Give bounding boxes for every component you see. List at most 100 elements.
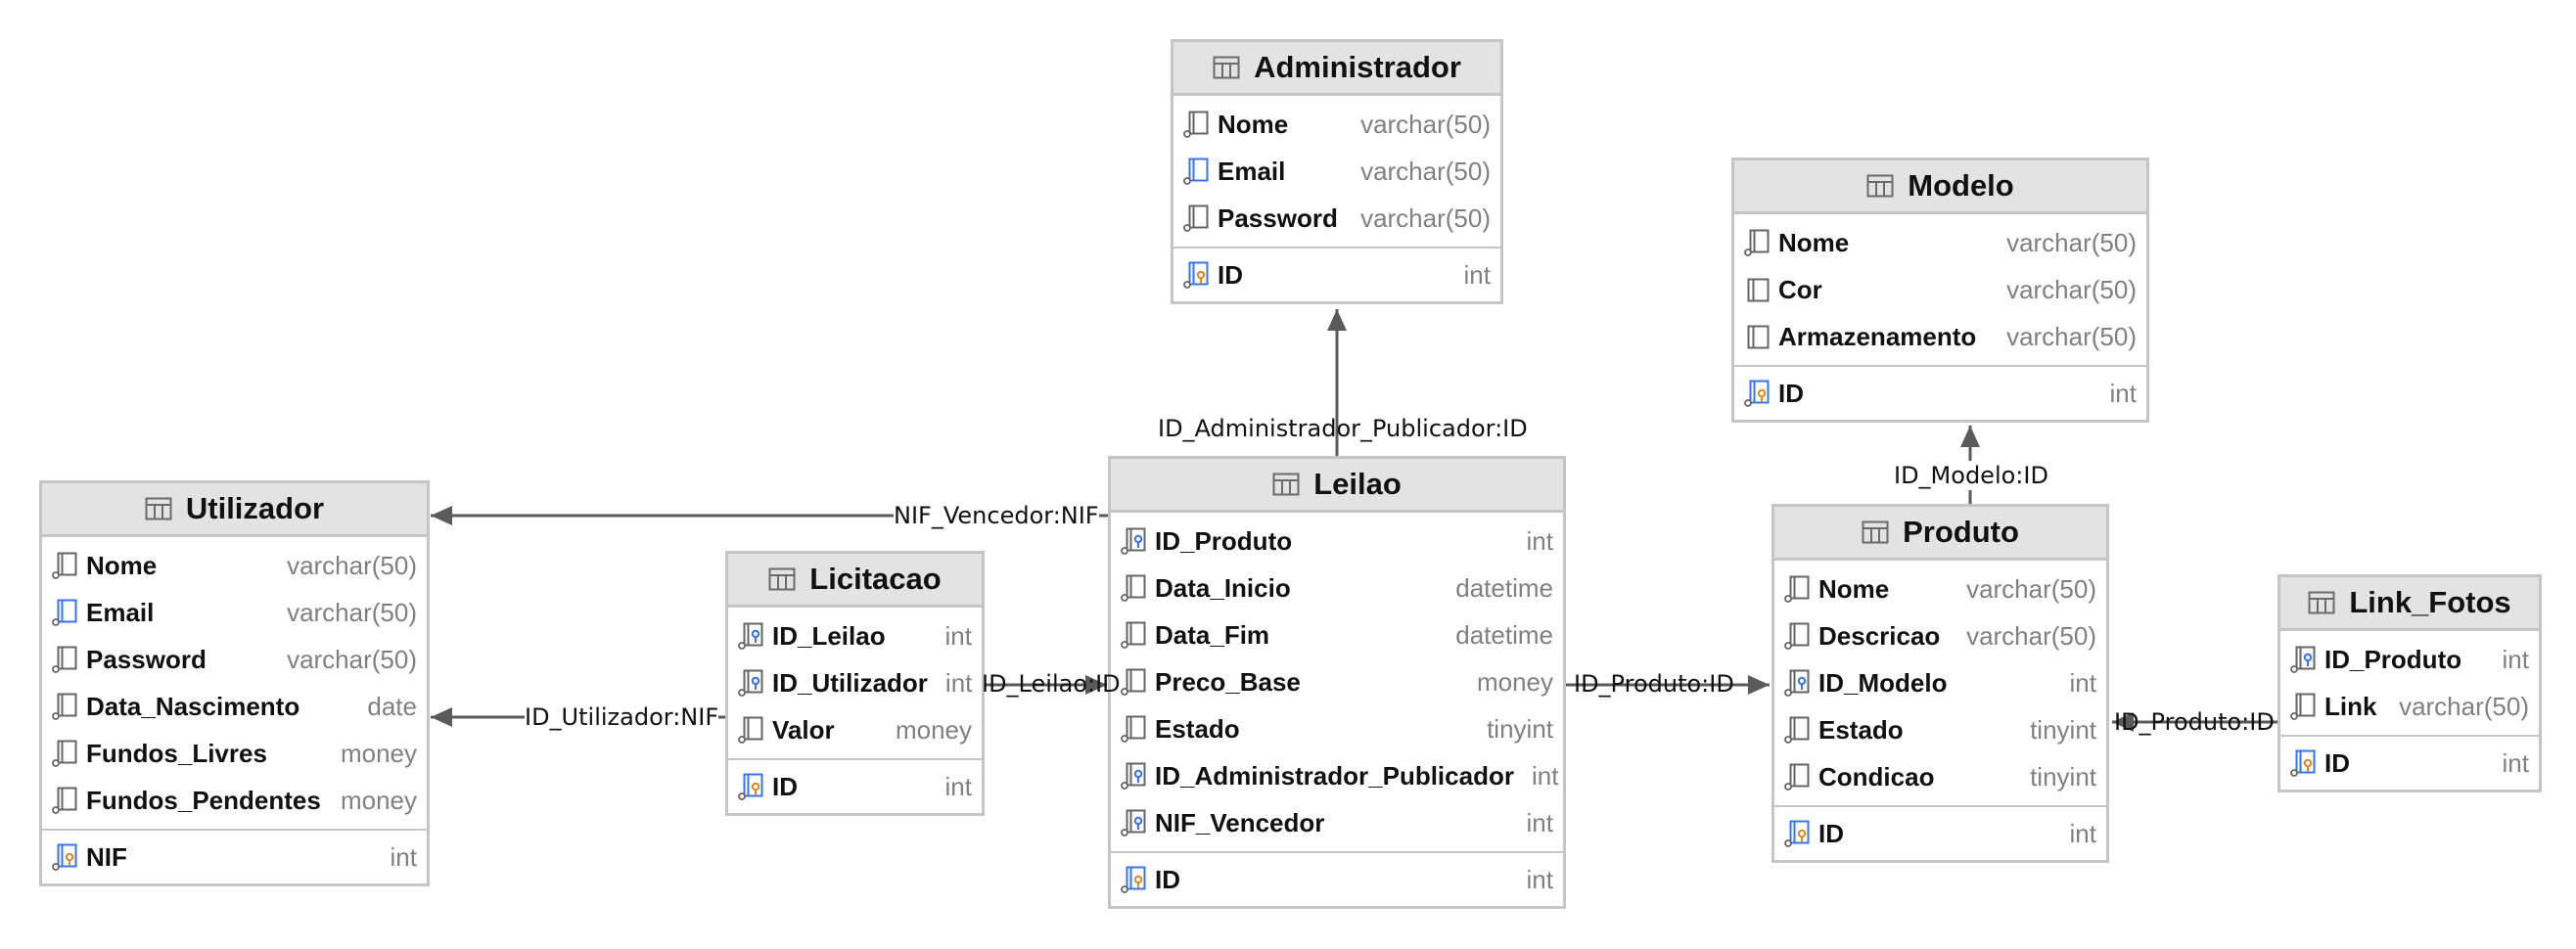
column-icon — [1783, 574, 1811, 604]
column-type: varchar(50) — [1360, 156, 1491, 186]
column-type: varchar(50) — [1360, 109, 1491, 139]
column-name: ID — [772, 771, 798, 801]
column-name: Fundos_Pendentes — [86, 785, 321, 815]
column-icon — [1120, 714, 1147, 744]
table-icon — [768, 567, 796, 591]
table-icon — [1862, 520, 1889, 544]
table-header: Licitacao — [728, 554, 982, 608]
table-title: Produto — [1903, 515, 2019, 549]
column-name: ID — [1778, 378, 1804, 408]
column-icon — [2289, 692, 2317, 721]
column-icon — [737, 715, 764, 745]
column-type: int — [1526, 864, 1553, 894]
primary-key-icon — [1783, 819, 1811, 848]
column-type: int — [1526, 807, 1553, 837]
column-type: money — [895, 714, 972, 745]
column-type: int — [1463, 259, 1491, 290]
column-index-icon — [51, 598, 78, 627]
column-name: Descricao — [1818, 620, 1941, 651]
table-header: Utilizador — [42, 483, 427, 537]
table-title: Link_Fotos — [2349, 585, 2511, 619]
column-type: money — [340, 738, 417, 768]
column-type: varchar(50) — [287, 597, 417, 627]
table-icon — [1272, 473, 1300, 496]
relationship-label-leilao-utilizador: NIF_Vencedor:NIF — [894, 501, 1099, 530]
column-icon — [1743, 228, 1771, 257]
relationship-label-leilao-produto: ID_Produto:ID — [1574, 670, 1734, 698]
primary-key-icon — [51, 842, 78, 872]
foreign-key-icon — [1120, 761, 1147, 791]
column-name: Armazenamento — [1778, 321, 1977, 351]
relationship-label-linkfotos-produto: ID_Produto:ID — [2114, 708, 2275, 736]
column-icon — [1120, 667, 1147, 697]
foreign-key-icon — [737, 621, 764, 651]
table-header: Modelo — [1734, 160, 2146, 214]
foreign-key-icon — [2289, 645, 2317, 674]
column-type: varchar(50) — [2006, 321, 2137, 351]
table-title: Utilizador — [185, 491, 325, 525]
column-name: Condicao — [1818, 761, 1935, 791]
column-icon — [1783, 762, 1811, 791]
column-plain-icon — [1743, 322, 1771, 351]
column-type: money — [340, 785, 417, 815]
column-type: varchar(50) — [2399, 691, 2529, 721]
column-name: ID_Leilao — [772, 620, 886, 651]
column-row[interactable]: Armazenamento varchar(50) — [1734, 313, 2146, 360]
column-plain-icon — [1743, 275, 1771, 304]
table-header: Link_Fotos — [2280, 577, 2539, 631]
table-title: Modelo — [1908, 168, 2014, 203]
column-row[interactable]: Fundos_Pendentes money — [42, 777, 427, 824]
column-type: money — [1476, 666, 1553, 697]
column-type: varchar(50) — [287, 644, 417, 674]
primary-key-icon — [2289, 748, 2317, 778]
column-type: datetime — [1455, 619, 1553, 650]
column-name: ID_Utilizador — [772, 667, 928, 698]
